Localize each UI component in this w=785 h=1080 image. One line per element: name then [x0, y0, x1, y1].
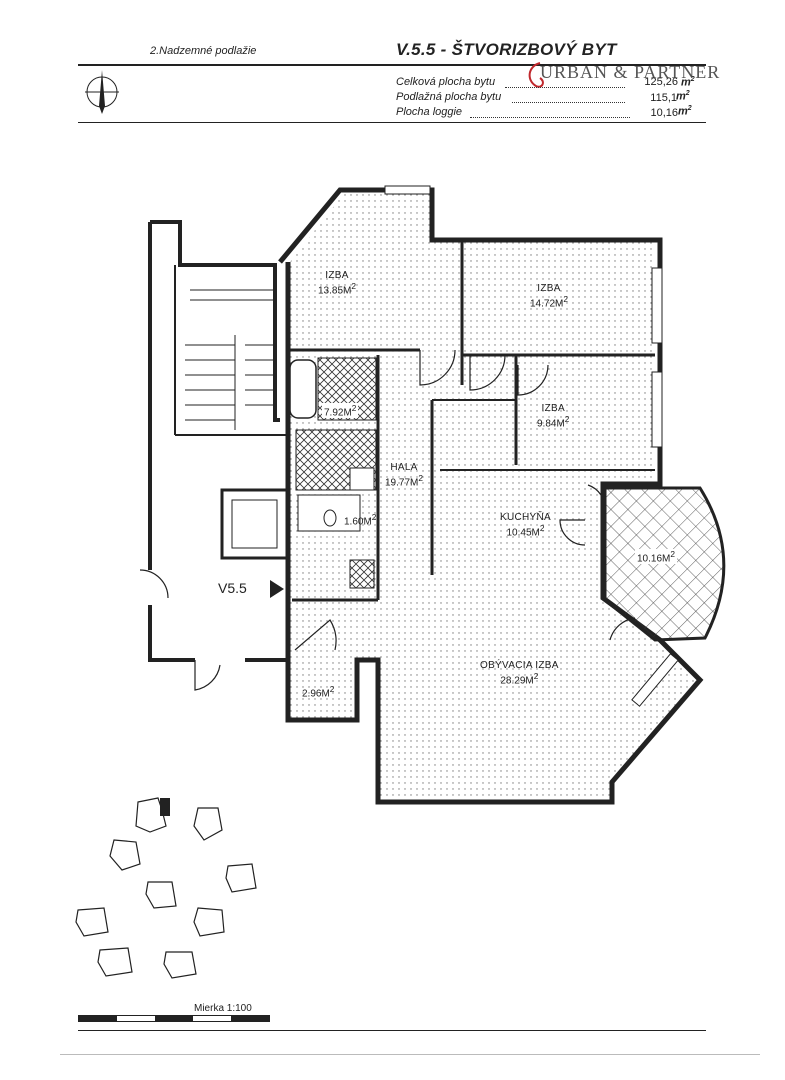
plan-title: V.5.5 - ŠTVORIZBOVÝ BYT [396, 40, 617, 59]
area-value-total: 125,26 [644, 76, 678, 88]
area-value-loggia: 10,16 [650, 107, 678, 119]
header-rule [78, 64, 706, 66]
room-storage: 2.96M2 [302, 684, 335, 700]
room-loggia: 10.16M2 [635, 549, 677, 565]
unit-label: V5.5 [218, 580, 247, 596]
leader-dots [512, 102, 625, 103]
area-unit: m2 [678, 105, 692, 118]
area-label-floor: Podlažná plocha bytu [396, 91, 502, 103]
room-izba-1: IZBA 13.85M2 [318, 270, 356, 297]
floor-label: 2.Nadzemné podlažie [150, 45, 257, 57]
site-plan-icon [75, 797, 257, 979]
footer-rule [60, 1054, 760, 1055]
brand-name: URBAN & PARTNER [540, 62, 721, 82]
entry-arrow-icon [270, 580, 284, 598]
room-obyvacia-izba: OBÝVACIA IZBA 28.29M2 [480, 660, 559, 687]
room-hala: HALA 19.77M2 [385, 462, 423, 489]
room-izba-3: IZBA 9.84M2 [537, 403, 570, 430]
brand-logo-icon [528, 62, 544, 88]
room-bathroom: 7.92M2 [322, 403, 359, 419]
scale-label: Mierka 1:100 [194, 1003, 252, 1014]
area-label-total: Celková plocha bytu [396, 76, 496, 88]
room-kuchyna: KUCHYŇA 10.45M2 [500, 512, 551, 539]
area-unit: m2 [676, 90, 690, 103]
area-value-floor: 115,1 [650, 92, 677, 104]
room-izba-2: IZBA 14.72M2 [530, 283, 568, 310]
leader-dots [505, 87, 625, 88]
area-label-loggia: Plocha loggie [396, 106, 463, 118]
scale-bar [78, 1015, 270, 1022]
room-wc: 1.60M2 [344, 512, 377, 528]
bottom-rule [78, 1030, 706, 1031]
leader-dots [470, 117, 630, 118]
header-bottom-rule [78, 122, 706, 123]
north-arrow-icon [85, 70, 119, 114]
area-unit: m2 [681, 76, 695, 89]
